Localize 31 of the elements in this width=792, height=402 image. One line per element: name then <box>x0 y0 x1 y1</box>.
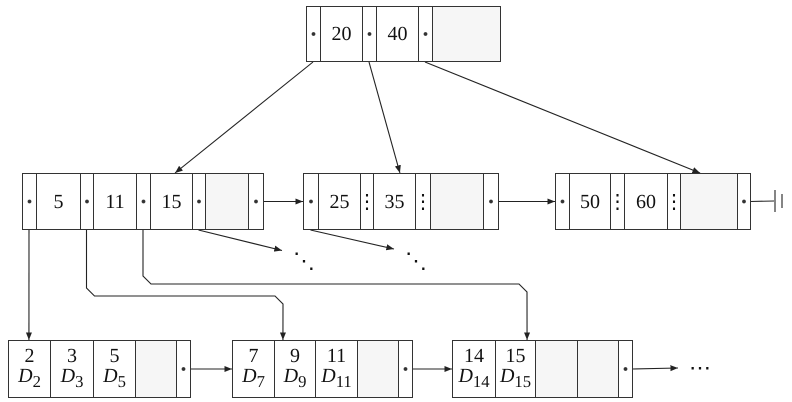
record-box <box>452 340 632 398</box>
arrow <box>424 62 700 174</box>
arrow <box>190 366 232 372</box>
arrow <box>498 198 555 205</box>
record-box <box>306 6 500 62</box>
record-box <box>22 173 263 230</box>
empty-cell <box>135 340 177 398</box>
empty-cell <box>535 340 578 398</box>
arrow <box>174 62 314 174</box>
arrow <box>198 229 282 252</box>
arrow <box>142 230 530 340</box>
ellipsis-text: ⋱ <box>394 246 438 276</box>
arrow <box>310 229 394 250</box>
empty-cell <box>430 173 484 230</box>
connector-line <box>750 200 774 202</box>
arrow <box>263 198 303 205</box>
record-box <box>555 173 750 230</box>
record-box <box>8 340 190 398</box>
arrow <box>26 230 32 340</box>
null-terminator-symbol <box>774 190 784 212</box>
record-box <box>303 173 498 230</box>
empty-cell <box>577 340 619 398</box>
empty-cell <box>357 340 399 398</box>
arrow <box>368 62 401 174</box>
empty-cell <box>205 173 249 230</box>
record-box <box>232 340 412 398</box>
ellipsis-text: ⋯ <box>678 355 722 381</box>
arrow <box>86 230 286 340</box>
arrow <box>412 366 452 372</box>
ellipsis-text: ⋱ <box>282 246 326 276</box>
arrow <box>632 365 678 372</box>
